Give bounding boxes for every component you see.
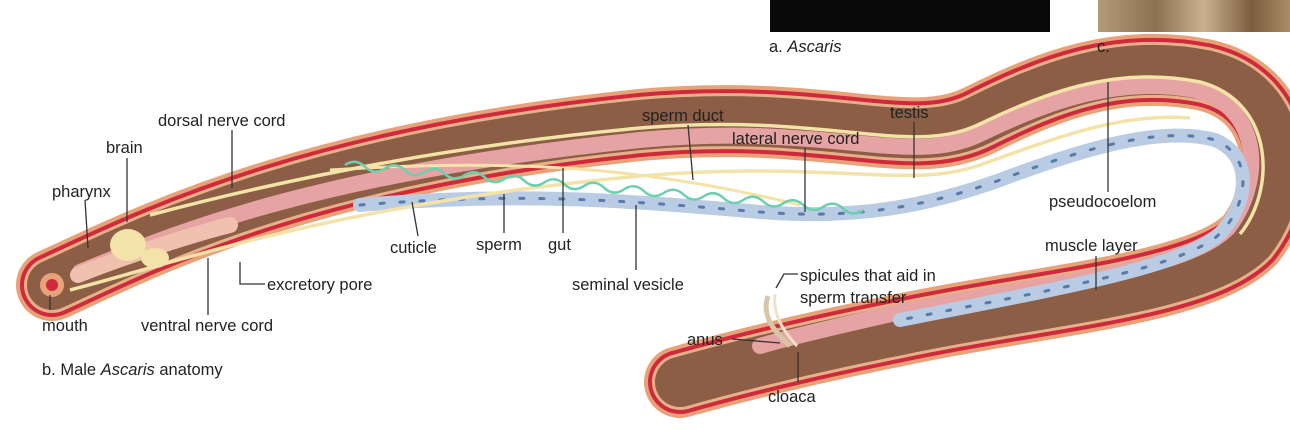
label-spicules-line2: sperm transfer [800, 289, 907, 307]
label-seminal-vesicle: seminal vesicle [572, 276, 684, 294]
label-testis: testis [890, 104, 929, 122]
caption-c: c. [1097, 38, 1110, 56]
label-lateral-nerve-cord: lateral nerve cord [732, 130, 859, 148]
caption-a: a. Ascaris [769, 38, 841, 56]
label-spicules-line1: spicules that aid in [800, 267, 936, 285]
label-cloaca: cloaca [768, 388, 817, 406]
label-leaders [49, 82, 1109, 382]
label-sperm: sperm [476, 236, 522, 254]
label-dorsal-nerve-cord: dorsal nerve cord [158, 112, 285, 130]
label-sperm-duct: sperm duct [642, 107, 724, 125]
label-mouth: mouth [42, 317, 88, 335]
label-pharynx: pharynx [52, 183, 111, 201]
photo-c-image [1098, 0, 1290, 32]
label-excretory-pore: excretory pore [267, 276, 372, 294]
label-gut: gut [548, 236, 571, 254]
label-anus: anus [687, 331, 723, 349]
ascaris-photo [770, 0, 1050, 32]
label-muscle-layer: muscle layer [1045, 237, 1138, 255]
label-brain: brain [106, 139, 143, 157]
label-ventral-nerve-cord: ventral nerve cord [141, 317, 273, 335]
label-cuticle: cuticle [390, 239, 437, 257]
label-pseudocoelom: pseudocoelom [1049, 193, 1156, 211]
caption-b: b. Male Ascaris anatomy [42, 361, 223, 379]
worm-body [16, 33, 1290, 418]
